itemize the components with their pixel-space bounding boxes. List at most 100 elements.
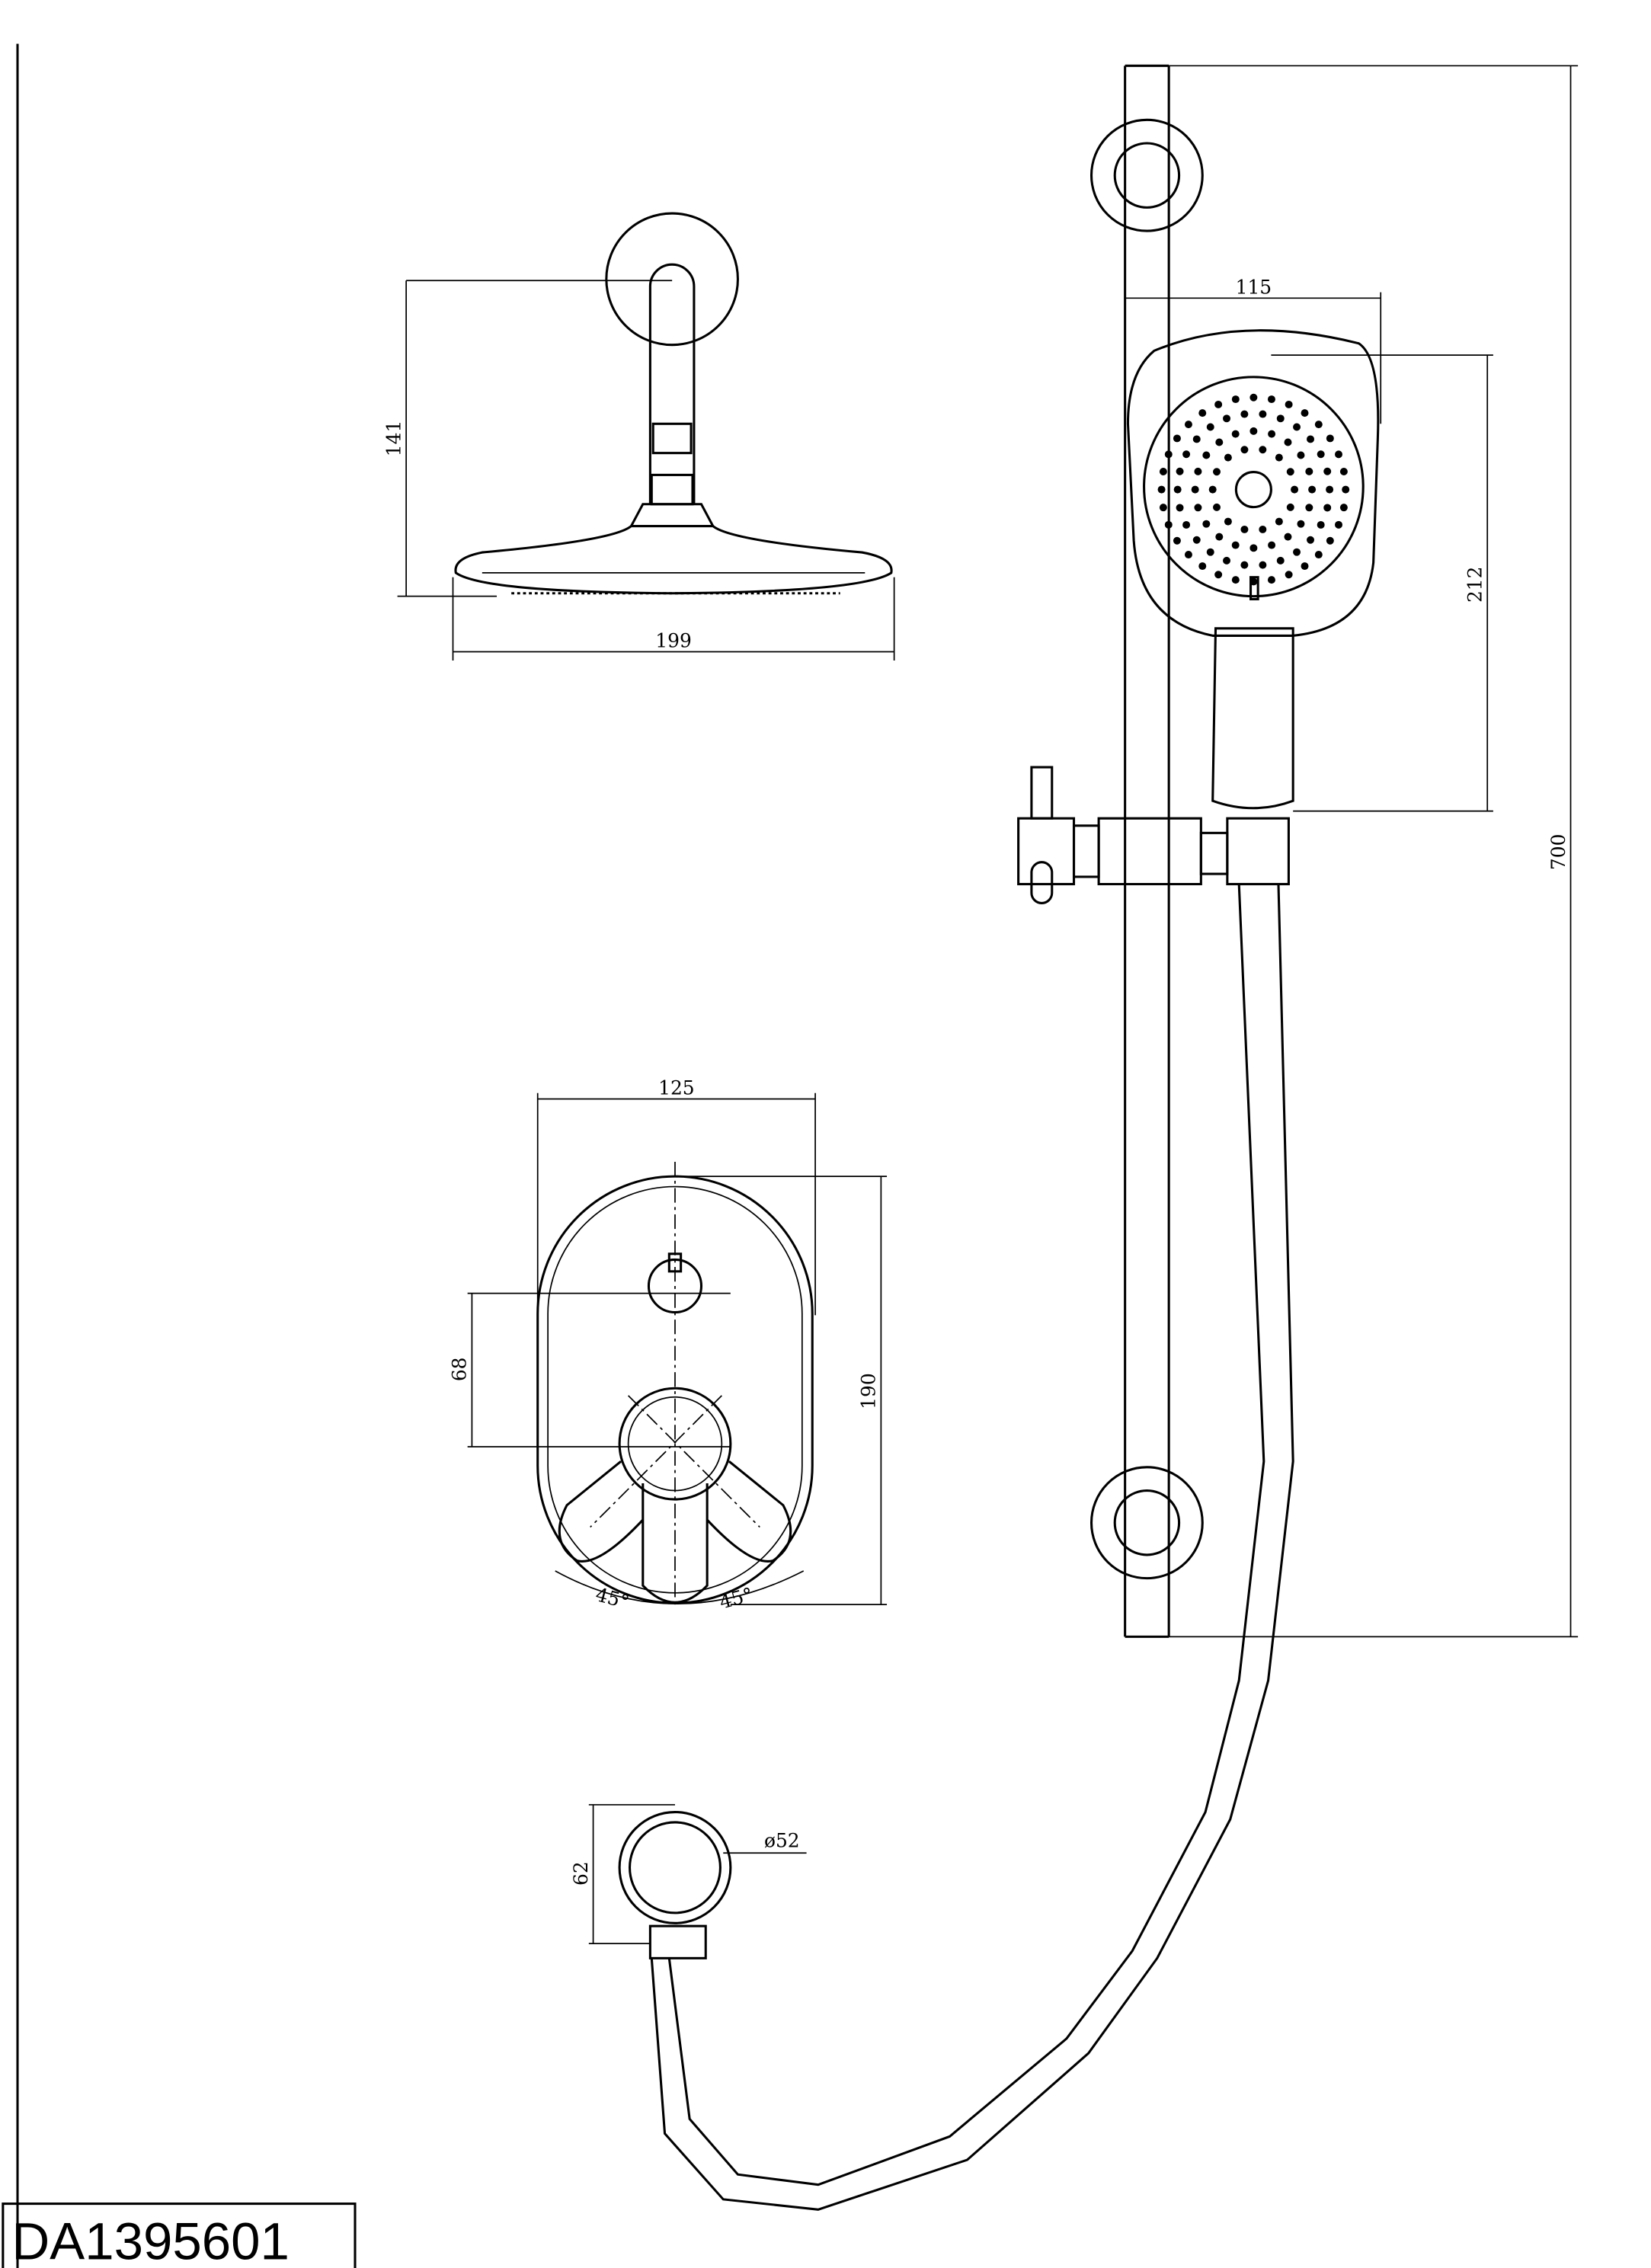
dim-212: 212 [1464, 566, 1486, 603]
hand-shower: 115 212 [1125, 277, 1493, 812]
spray-nozzle [1176, 467, 1184, 475]
spray-nozzle [1317, 450, 1325, 459]
spray-nozzle [1215, 438, 1224, 446]
spray-nozzle [1293, 548, 1301, 556]
overhead-shower: 141 199 [382, 212, 895, 661]
spray-nozzle [1301, 562, 1309, 571]
dim-199: 199 [655, 630, 692, 652]
dim-141: 141 [382, 421, 405, 457]
spray-nozzle [1215, 533, 1224, 541]
spray-nozzle [1173, 485, 1182, 494]
model-code: DA1395601 [11, 2211, 290, 2268]
spray-nozzle [1249, 427, 1258, 435]
spray-nozzle [1224, 453, 1232, 462]
spray-nozzle [1267, 395, 1275, 404]
spray-nozzle [1240, 446, 1249, 454]
spray-nozzle [1194, 467, 1202, 475]
spray-nozzle [1267, 576, 1275, 584]
spray-nozzle [1198, 562, 1207, 571]
spray-nozzle [1284, 533, 1292, 541]
dim-115: 115 [1236, 277, 1272, 299]
spray-nozzle [1240, 410, 1249, 418]
spray-nozzle [1157, 485, 1166, 494]
spray-nozzle [1268, 541, 1276, 549]
spray-nozzle [1286, 503, 1294, 511]
spray-nozzle [1231, 576, 1240, 584]
spray-nozzle [1268, 430, 1276, 438]
spray-nozzle [1208, 485, 1217, 494]
spray-nozzle [1301, 409, 1309, 417]
spray-nozzle [1176, 504, 1184, 512]
spray-nozzle [1339, 468, 1348, 475]
spray-nozzle [1249, 544, 1258, 552]
spray-nozzle [1284, 438, 1292, 446]
spray-nozzle [1223, 556, 1231, 565]
spray-nozzle [1314, 421, 1323, 429]
spray-nozzle [1192, 536, 1201, 544]
spray-nozzle [1307, 536, 1315, 544]
spray-nozzle [1173, 536, 1181, 545]
spray-nozzle [1259, 525, 1267, 533]
spray-nozzle [1275, 517, 1283, 526]
spray-nozzle [1184, 421, 1192, 429]
spray-nozzle [1164, 520, 1173, 529]
spray-nozzle [1182, 450, 1191, 459]
spray-nozzle [1184, 551, 1192, 559]
spray-nozzle [1159, 468, 1167, 475]
dim-68: 68 [449, 1357, 471, 1381]
spray-nozzle [1297, 520, 1305, 528]
shower-hose [650, 884, 1294, 2211]
spray-nozzle [1259, 561, 1267, 569]
spray-nozzle [1182, 520, 1191, 529]
spray-nozzle [1213, 468, 1221, 476]
spray-nozzle [1317, 520, 1325, 529]
spray-nozzle [1223, 414, 1231, 423]
spray-nozzle [1285, 571, 1293, 579]
spray-nozzle [1224, 517, 1232, 526]
spray-nozzle [1307, 435, 1315, 443]
spray-nozzle [1291, 485, 1299, 494]
spray-nozzle [1213, 503, 1221, 511]
spray-nozzle [1335, 450, 1342, 459]
angle-left: 45° [594, 1583, 632, 1613]
title-block: DA1395601 [2, 2202, 357, 2268]
dim-700: 700 [1547, 834, 1569, 871]
spray-nozzle [1275, 453, 1283, 462]
spray-nozzle [1335, 520, 1342, 529]
spray-nozzle [1214, 400, 1223, 408]
spray-nozzle [1339, 504, 1348, 512]
spray-nozzle [1202, 451, 1211, 459]
spray-nozzle [1276, 414, 1285, 423]
spray-nozzle [1231, 395, 1240, 404]
spray-nozzle [1259, 446, 1267, 454]
spray-nozzle [1202, 520, 1211, 528]
spray-nozzle [1240, 525, 1249, 533]
spray-nozzle [1249, 393, 1258, 401]
spray-nozzle [1159, 504, 1167, 512]
spray-nozzle [1293, 423, 1301, 431]
spray-nozzle [1206, 423, 1214, 431]
spray-nozzle [1206, 548, 1214, 556]
spray-nozzle [1305, 504, 1313, 512]
spray-nozzle [1192, 435, 1201, 443]
spray-nozzle [1305, 467, 1313, 475]
spray-nozzle [1314, 551, 1323, 559]
spray-nozzle [1231, 430, 1240, 438]
spray-nozzle [1323, 467, 1332, 475]
angle-right: 45° [717, 1583, 755, 1613]
slide-rail: 700 [1017, 64, 1579, 1638]
spray-nozzle [1276, 556, 1285, 565]
spray-nozzle [1326, 434, 1334, 443]
spray-nozzle [1342, 485, 1350, 494]
dim-62: 62 [570, 1861, 592, 1886]
spray-nozzle [1191, 485, 1199, 494]
spray-nozzle [1198, 409, 1207, 417]
spray-nozzle [1326, 485, 1334, 494]
spray-nozzle [1231, 541, 1240, 549]
spray-nozzle [1286, 468, 1294, 476]
dim-190: 190 [858, 1373, 880, 1409]
spray-nozzle [1173, 434, 1181, 443]
dim-diameter-52: ø52 [764, 1830, 800, 1852]
spray-nozzle [1240, 561, 1249, 569]
